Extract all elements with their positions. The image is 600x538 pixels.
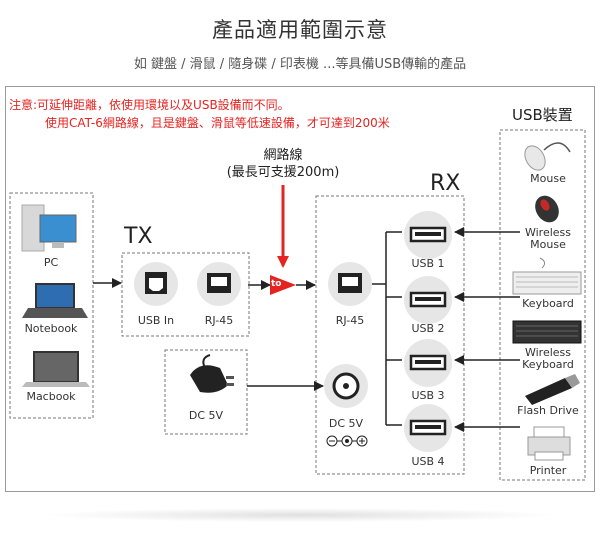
- usb-devices-box: [499, 129, 586, 481]
- bottom-shadow: [40, 508, 560, 522]
- tx-rj45-port: [197, 262, 241, 306]
- rx-dc-jack: [324, 364, 368, 408]
- pc-icon: [21, 204, 77, 252]
- tx-usb-in-label: USB In: [137, 314, 175, 327]
- tx-label: TX: [124, 224, 153, 249]
- rx-usb3-port: [404, 339, 452, 387]
- rx-rj45-label: RJ-45: [335, 314, 365, 327]
- tx-rj45-label: RJ-45: [204, 314, 234, 327]
- page-title: 產品適用範圍示意: [212, 18, 388, 42]
- keyboard-icon: [512, 257, 582, 295]
- macbook-label: Macbook: [26, 390, 76, 403]
- wireless-keyboard-label-2: Keyboard: [522, 358, 574, 371]
- computers-box: [9, 192, 94, 419]
- pc-label: PC: [43, 256, 59, 269]
- page-subtitle: 如 鍵盤 / 滑鼠 / 隨身碟 / 印表機 ...等具備USB傳輸的產品: [133, 57, 467, 72]
- rx-usb4-port: [404, 404, 452, 452]
- flash-drive-icon: [525, 374, 580, 405]
- to-badge-arrow: [270, 275, 296, 295]
- rx-usb3-label: USB 3: [411, 389, 445, 402]
- printer-label: Printer: [529, 464, 567, 477]
- rx-usb1-label: USB 1: [411, 257, 445, 270]
- power-adapter-icon: [190, 354, 234, 393]
- rx-label: RX: [430, 171, 461, 196]
- note-line-2: 使用CAT-6網路線，且是鍵盤、滑鼠等低速設備，才可達到200米: [45, 116, 390, 130]
- polarity-icon: [326, 435, 368, 447]
- rx-usb2-label: USB 2: [411, 322, 445, 335]
- cable-label-2: (最長可支援200m): [226, 165, 340, 180]
- cable-label-1: 網路線: [263, 148, 303, 163]
- mouse-icon: [524, 142, 571, 171]
- tx-usb-in-port: [134, 262, 178, 306]
- rx-usb2-port: [404, 276, 452, 324]
- mouse-label: Mouse: [530, 172, 566, 185]
- wireless-keyboard-icon: [512, 320, 582, 344]
- rx-dc-label: DC 5V: [328, 417, 364, 430]
- rx-usb1-port: [404, 211, 452, 259]
- power-label: DC 5V: [188, 409, 224, 422]
- diagram-panel: [5, 86, 595, 492]
- wireless-keyboard-label-1: Wireless: [524, 346, 572, 359]
- notebook-icon: [22, 283, 88, 318]
- to-badge: to: [271, 279, 282, 289]
- note-line-1: 注意:可延伸距離，依使用環境以及USB設備而不同。: [9, 98, 290, 112]
- printer-icon: [527, 426, 571, 461]
- wireless-mouse-icon: [535, 195, 559, 223]
- usb-devices-heading: USB裝置: [512, 106, 573, 124]
- wireless-mouse-label-2: Mouse: [530, 238, 566, 251]
- flash-drive-label: Flash Drive: [517, 404, 579, 417]
- rx-rj45-port: [328, 262, 372, 306]
- notebook-label: Notebook: [24, 322, 78, 335]
- power-box: [164, 349, 248, 435]
- rx-usb4-label: USB 4: [411, 455, 445, 468]
- wireless-mouse-label-1: Wireless: [524, 226, 572, 239]
- macbook-icon: [22, 351, 90, 387]
- keyboard-label: Keyboard: [522, 297, 574, 310]
- rx-box: [315, 195, 465, 475]
